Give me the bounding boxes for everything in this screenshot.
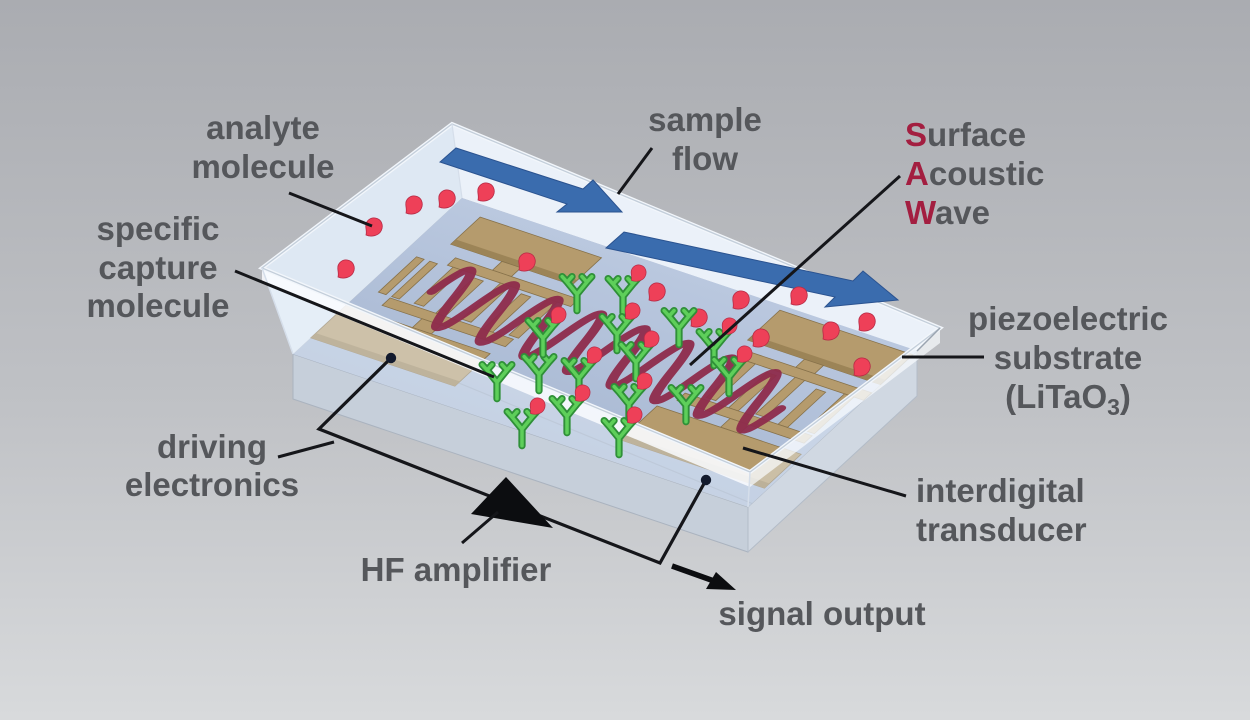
- label-driving-line2: electronics: [125, 466, 299, 503]
- label-analyte-line2: molecule: [191, 148, 334, 185]
- label-driving-line1: driving: [157, 428, 267, 465]
- sample-flow-arrow-inlet: [439, 147, 624, 213]
- label-sample-flow-line1: sample: [648, 101, 762, 138]
- contact-dot-right: [700, 474, 712, 486]
- flow-cell-back-wall: [452, 124, 940, 351]
- pointer-saw: [688, 174, 902, 367]
- surface-acoustic-wave: [426, 266, 787, 434]
- driving-electronics-circuit: [316, 352, 736, 590]
- label-piezo-line1: piezoelectric: [968, 300, 1168, 337]
- sample-flow-arrow-outlet: [604, 231, 900, 308]
- pointer-capture-molecule: [234, 269, 495, 379]
- label-idt-line1: interdigital: [916, 472, 1085, 509]
- label-capture-line2: capture: [98, 249, 217, 286]
- label-sample-flow-line2: flow: [672, 140, 738, 177]
- pointer-sample-flow: [616, 147, 654, 195]
- lid-right-rim-band: [750, 328, 940, 487]
- label-signal-output: signal output: [718, 595, 925, 632]
- pointer-idt: [742, 446, 907, 498]
- contact-dot-left: [385, 352, 397, 364]
- label-piezo-line3: (LiTaO3): [1005, 378, 1131, 420]
- label-piezo-line2: substrate: [994, 339, 1143, 376]
- labels: analyte molecule sample flow Surface Aco…: [86, 101, 1167, 632]
- lid-rim-edges: [258, 121, 944, 508]
- label-capture-line3: molecule: [86, 287, 229, 324]
- pointer-analyte: [288, 191, 373, 228]
- label-idt-line2: transducer: [916, 511, 1087, 548]
- label-capture-line1: specific: [97, 210, 220, 247]
- pointer-hf-amplifier: [461, 510, 499, 545]
- interdigital-transducer-left: [310, 216, 603, 387]
- label-saw-line1: Surface: [905, 116, 1026, 153]
- label-saw-line2: Acoustic: [905, 155, 1044, 192]
- label-hf-amplifier: HF amplifier: [361, 551, 552, 588]
- amplifier-triangle: [471, 477, 553, 528]
- signal-output-arrow: [671, 563, 736, 590]
- pointer-lines: [234, 147, 984, 545]
- pointer-driving-electronics: [277, 440, 335, 459]
- label-saw-line3: Wave: [905, 194, 990, 231]
- label-analyte-line1: analyte: [206, 109, 320, 146]
